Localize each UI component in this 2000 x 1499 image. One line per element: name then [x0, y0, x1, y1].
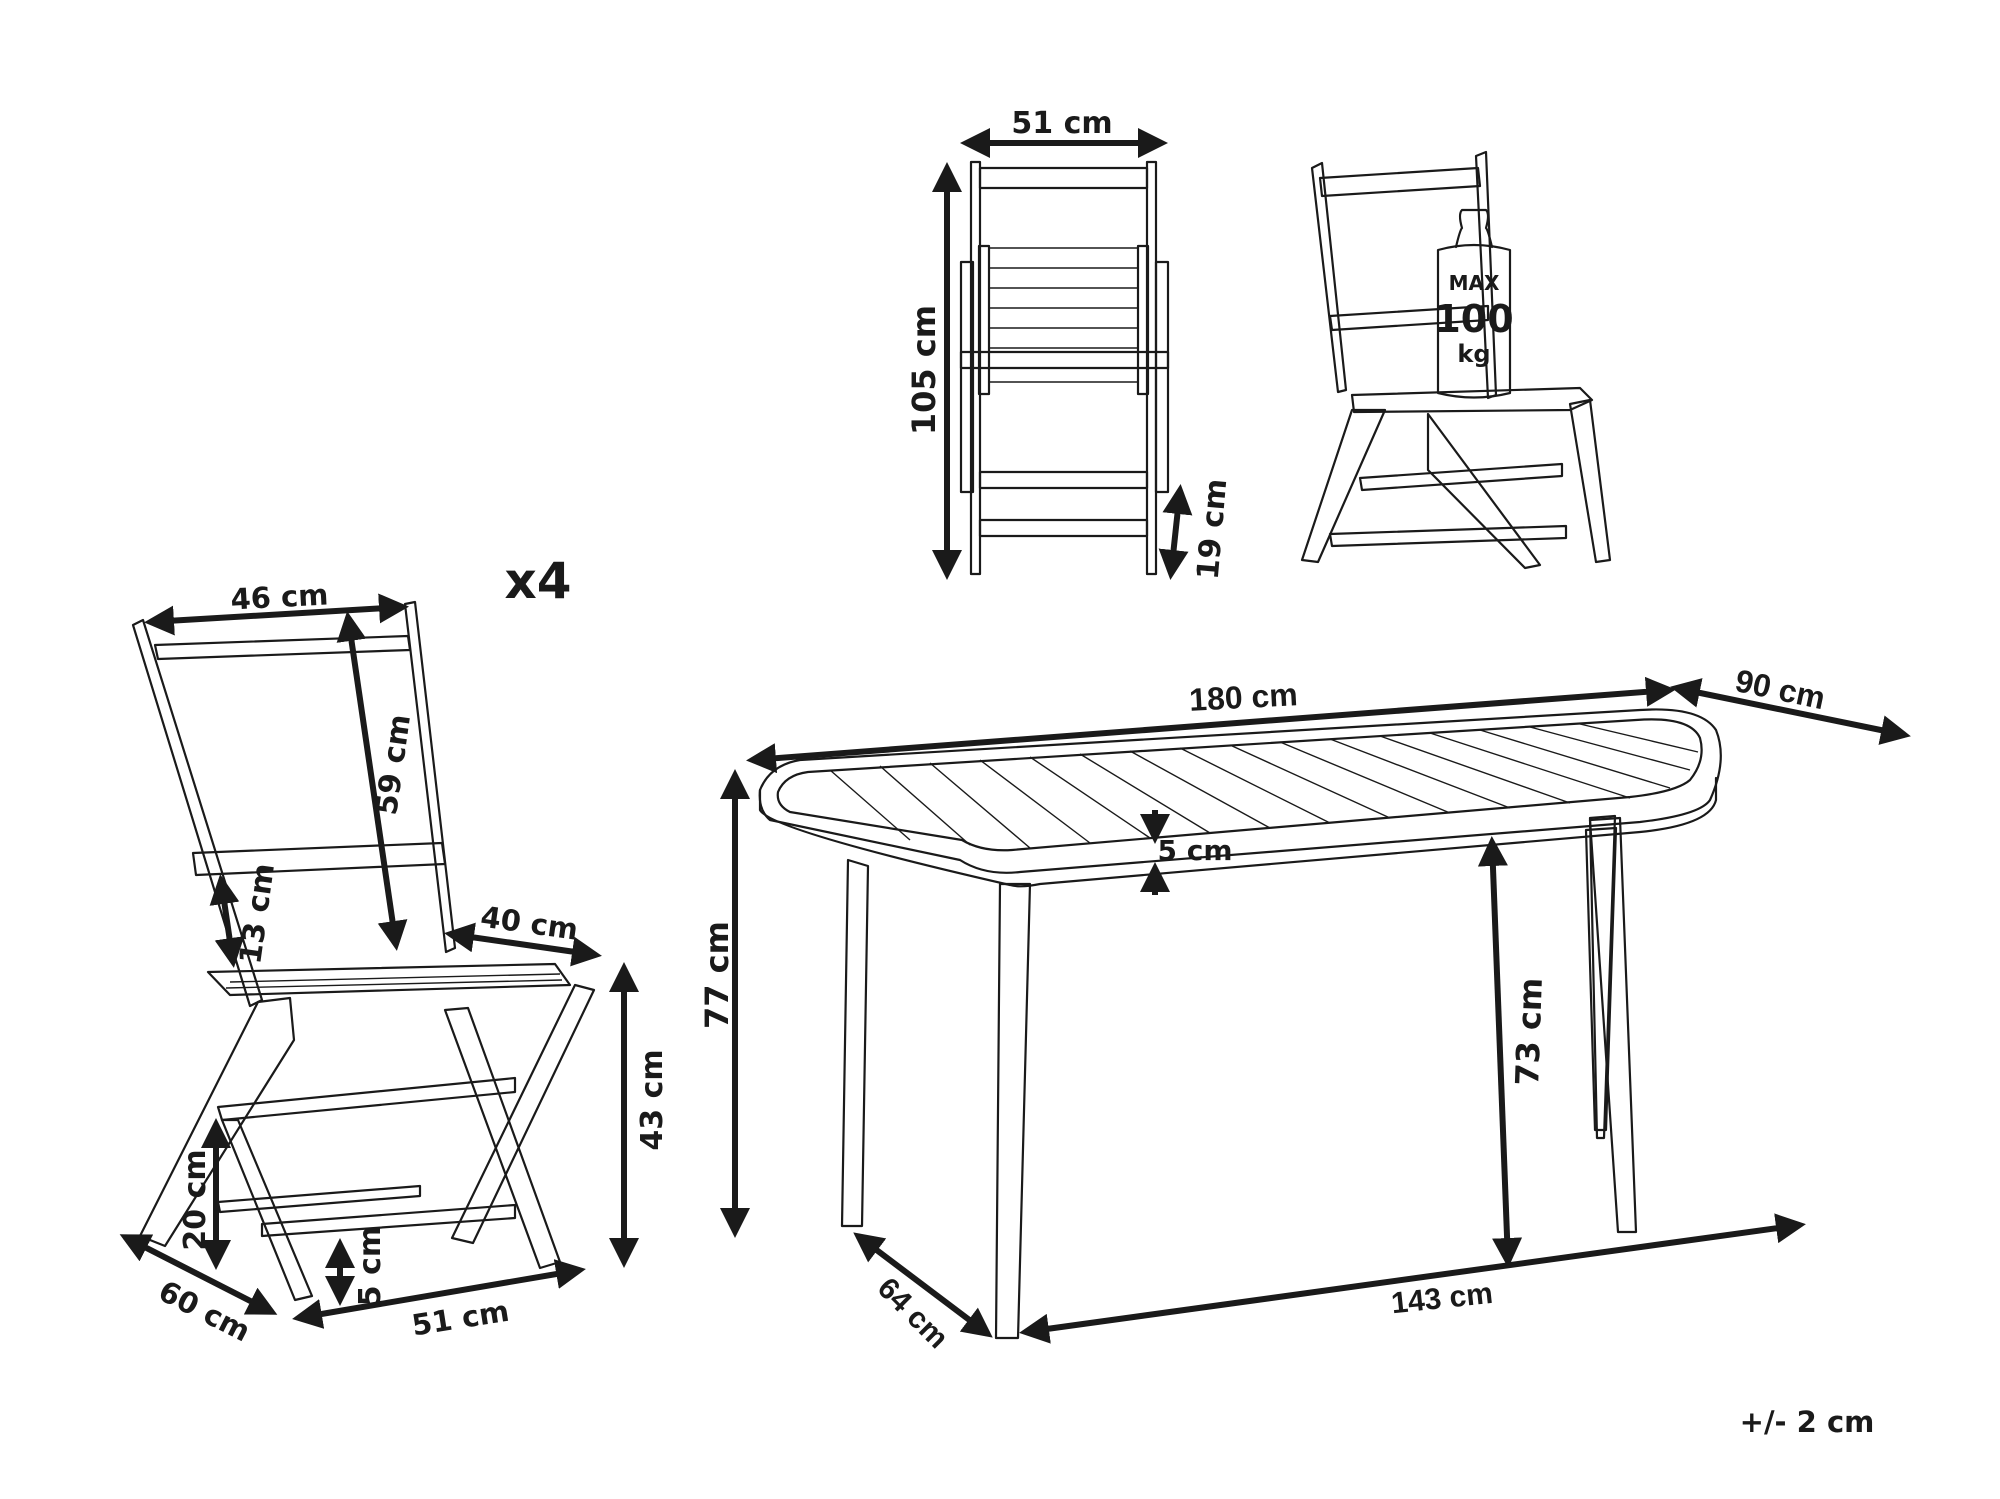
- table-height-label: 77 cm: [698, 921, 736, 1029]
- dim-arrow-chair-footrest: [1158, 484, 1193, 580]
- chair-seat-side: [206, 962, 572, 997]
- backrest-height-label: 59 cm: [369, 712, 418, 817]
- weight-icon: [1436, 243, 1512, 399]
- dim-arrow-table-width: [1670, 678, 1911, 745]
- chair-load-view: MAX 100 kg: [1300, 150, 1612, 570]
- dim-arrow-backrest-gap: [209, 874, 245, 968]
- dim-arrow-seat-depth: [444, 922, 602, 967]
- max-label: MAX: [1449, 271, 1500, 295]
- chair-front-width-label: 51 cm: [1011, 106, 1112, 141]
- backrest-width-label: 46 cm: [230, 577, 330, 616]
- dim-arrow-clearance-height: [1477, 836, 1523, 1268]
- max-weight-value: 100: [1434, 297, 1513, 341]
- quantity-label: x4: [504, 552, 571, 610]
- dim-arrow-leg-span-width: [853, 1232, 993, 1338]
- dim-arrow-table-length: [746, 676, 1676, 774]
- chair-front-height-label: 105 cm: [905, 305, 943, 435]
- top-thickness-label: 5 cm: [1157, 834, 1232, 867]
- table-length-label: 180 cm: [1188, 676, 1298, 718]
- chair-seat: [1350, 386, 1594, 414]
- dim-arrow-leg-span-length: [1019, 1213, 1806, 1344]
- bottom-rail-height-label: 5 cm: [353, 1226, 388, 1306]
- dim-arrow-backrest-width: [144, 593, 409, 636]
- table-leg-front-right: [994, 882, 1032, 1340]
- table-leg-front-left: [840, 858, 870, 1228]
- dim-arrow-chair-width: [292, 1259, 586, 1329]
- chair-width-label: 51 cm: [409, 1294, 511, 1343]
- table-view: 180 cm 90 cm 5 cm 77 cm 73 cm 143 cm 64 …: [698, 662, 1911, 1355]
- weight-unit-label: kg: [1457, 340, 1490, 368]
- chair-front-view: 51 cm 105 cm 19 cm: [905, 106, 1234, 581]
- table-top: [758, 708, 1722, 874]
- tolerance-note: +/- 2 cm: [1740, 1405, 1875, 1439]
- dim-arrow-chair-depth: [119, 1234, 278, 1315]
- chair-footrest-label: 19 cm: [1191, 477, 1235, 581]
- leg-span-length-label: 143 cm: [1390, 1277, 1495, 1320]
- seat-height-label: 43 cm: [635, 1049, 670, 1150]
- backrest-gap-label: 13 cm: [233, 861, 282, 966]
- lower-rail-height-label: 20 cm: [178, 1149, 213, 1250]
- dim-arrow-backrest-height: [336, 611, 408, 951]
- clearance-height-label: 73 cm: [1508, 977, 1550, 1086]
- table-leg-back-left: [1584, 826, 1618, 1132]
- leg-span-width-label: 64 cm: [871, 1272, 954, 1355]
- chair-side-view: 46 cm 59 cm 13 cm 40 cm 43 cm 20 cm 5 cm…: [119, 577, 670, 1349]
- chair-depth-label: 60 cm: [153, 1274, 256, 1349]
